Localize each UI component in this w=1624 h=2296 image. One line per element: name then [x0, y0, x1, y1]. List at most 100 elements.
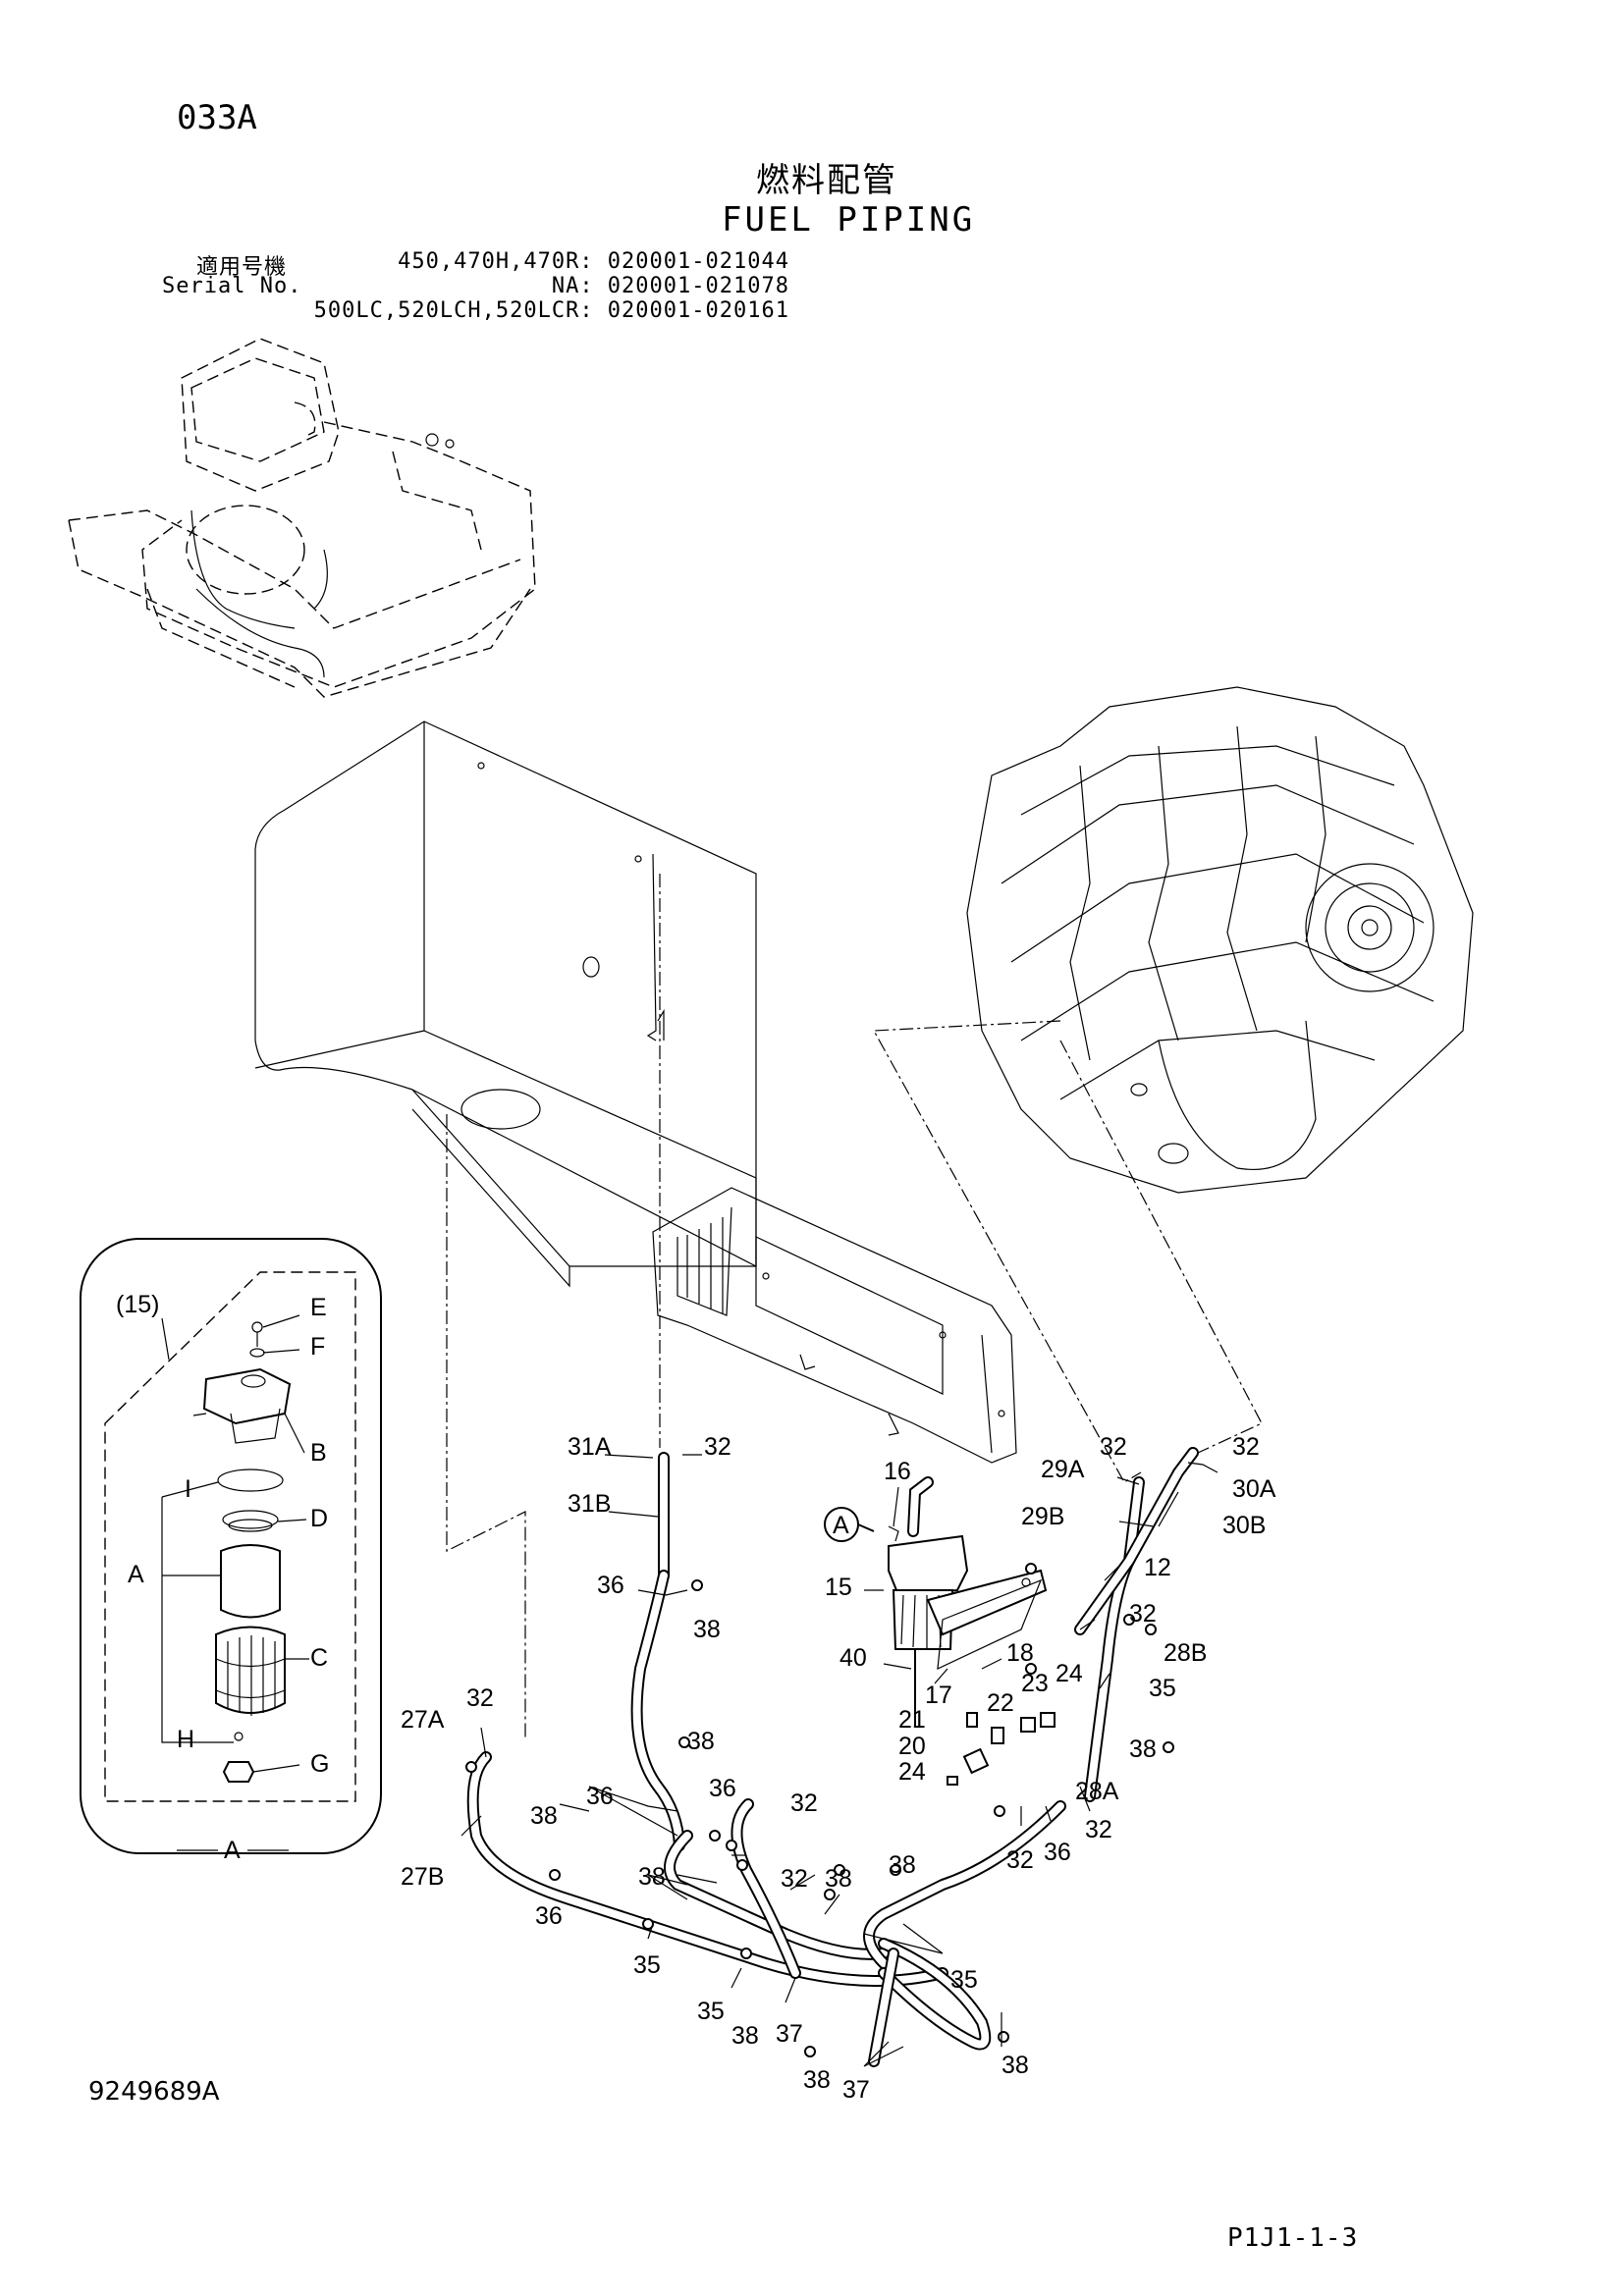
detail-letter-G: G — [310, 1750, 329, 1778]
callout-40: 40 — [839, 1644, 867, 1672]
callout-37-bottom: 37 — [842, 2076, 870, 2104]
callout-30B: 30B — [1222, 1512, 1266, 1539]
callout-24-lower: 24 — [898, 1758, 926, 1786]
page-reference: P1J1-1-3 — [1227, 2223, 1359, 2253]
callout-30A: 30A — [1232, 1475, 1276, 1503]
bolt-icon — [465, 1761, 477, 1773]
bolt-icon — [549, 1869, 561, 1881]
callout-38-right: 38 — [1129, 1735, 1157, 1763]
callout-16: 16 — [884, 1458, 911, 1485]
bolt-icon — [1123, 1614, 1135, 1626]
callout-36-lower: 36 — [1044, 1839, 1071, 1866]
callout-37: 37 — [776, 2020, 803, 2048]
part-callouts: 31A 32 31B 36 38 16 15 40 18 17 29A 32 3… — [401, 1433, 1276, 2104]
callout-21: 21 — [898, 1706, 926, 1734]
bolt-icon — [824, 1889, 836, 1900]
callout-38-bottom-right: 38 — [1001, 2052, 1029, 2079]
callout-24: 24 — [1056, 1660, 1083, 1687]
callout-15: 15 — [825, 1574, 852, 1601]
detail-letter-C: C — [310, 1644, 328, 1672]
bolt-icon — [1025, 1663, 1037, 1675]
callout-32-28A: 32 — [1085, 1816, 1112, 1843]
callout-38-bottom: 38 — [803, 2066, 831, 2094]
callout-28B: 28B — [1164, 1639, 1207, 1667]
fuel-hoses — [466, 1447, 1199, 2067]
callout-32-28B: 32 — [1129, 1600, 1157, 1628]
detail-letter-H: H — [177, 1726, 194, 1753]
callout-31A: 31A — [568, 1433, 612, 1461]
bolt-icon — [678, 1736, 690, 1748]
bolt-icon — [726, 1840, 737, 1851]
drawing-number: 9249689A — [88, 2077, 220, 2107]
serial-label-japanese: 適用号機 — [196, 255, 288, 280]
detail-letter-D: D — [310, 1505, 328, 1532]
callout-35-right: 35 — [950, 1966, 978, 1994]
callout-29B: 29B — [1021, 1503, 1064, 1530]
detail-letter-F: F — [310, 1333, 325, 1361]
serial-range-1: 450,470H,470R: 020001-021044 — [398, 249, 789, 274]
view-marker-a: A — [824, 1507, 875, 1542]
bolt-icon — [804, 2046, 816, 2057]
machine-overview-illustration — [68, 338, 536, 698]
serial-label: Serial No. — [162, 274, 302, 298]
detail-ref: (15) — [116, 1291, 159, 1318]
callout-35-center: 35 — [697, 1998, 725, 2025]
callout-36-27B: 36 — [535, 1902, 563, 1930]
detail-letter-B: B — [310, 1439, 327, 1467]
fittings-cluster — [947, 1712, 1056, 1786]
callout-36-mid: 36 — [586, 1783, 614, 1810]
callout-29A: 29A — [1041, 1456, 1085, 1483]
callout-32-27A: 32 — [466, 1684, 494, 1712]
callout-38-top: 38 — [687, 1728, 715, 1755]
engine-illustration — [966, 686, 1474, 1194]
callout-32-29A: 32 — [1100, 1433, 1127, 1461]
reference-lines — [446, 874, 1263, 1737]
serial-range-2: NA: 020001-021078 — [551, 274, 789, 298]
bolt-icon — [709, 1830, 721, 1842]
callout-32-lower: 32 — [1006, 1846, 1034, 1874]
callout-38-center: 38 — [638, 1863, 666, 1891]
bolt-icon — [890, 1864, 901, 1876]
callout-38-mid-left: 38 — [530, 1802, 558, 1830]
bolt-icon — [1025, 1563, 1037, 1575]
callout-36-mid-right: 36 — [709, 1775, 736, 1802]
callout-32: 32 — [704, 1433, 731, 1461]
fuel-tank-illustration — [254, 721, 757, 1288]
callout-38-right-mid: 38 — [889, 1851, 916, 1879]
callout-36: 36 — [597, 1572, 624, 1599]
callout-38: 38 — [693, 1616, 721, 1643]
bolt-icon — [994, 1805, 1005, 1817]
page-code: 033A — [177, 98, 257, 137]
callout-27B: 27B — [401, 1863, 444, 1891]
detail-letter-I: I — [185, 1475, 191, 1503]
callout-32-30A: 32 — [1232, 1433, 1260, 1461]
callout-35: 35 — [1149, 1675, 1176, 1702]
leader-lines — [460, 1454, 1218, 2067]
bolt-icon — [740, 1948, 752, 1959]
view-marker-letter: A — [833, 1512, 849, 1539]
fuel-filter-assembly — [888, 1525, 1048, 1728]
page-title: FUEL PIPING — [722, 200, 976, 240]
bolt-icon — [998, 2031, 1009, 2043]
detail-letter-A: A — [128, 1561, 144, 1588]
bolt-icon — [736, 1859, 748, 1871]
callout-38-center-right: 38 — [825, 1865, 852, 1893]
detail-caption: A — [224, 1837, 241, 1864]
detail-view-a: (15) E F B I D A C H — [80, 1238, 382, 1864]
bolt-icon — [1163, 1741, 1174, 1753]
side-panel-illustration — [652, 1187, 1017, 1464]
callout-17: 17 — [925, 1682, 952, 1709]
callout-12: 12 — [1144, 1554, 1171, 1581]
serial-range-3: 500LC,520LCH,520LCR: 020001-020161 — [313, 298, 789, 323]
page-title-japanese: 燃料配管 — [756, 161, 897, 200]
callout-22: 22 — [987, 1689, 1014, 1717]
callout-27A: 27A — [401, 1706, 445, 1734]
callout-23: 23 — [1021, 1670, 1049, 1697]
bolt-icon — [1145, 1624, 1157, 1635]
callout-18: 18 — [1006, 1639, 1034, 1667]
callout-31B: 31B — [568, 1490, 611, 1518]
callout-20: 20 — [898, 1733, 926, 1760]
bolts-and-clamps — [465, 1563, 1174, 2057]
callout-38-bottom-left: 38 — [731, 2022, 759, 2050]
